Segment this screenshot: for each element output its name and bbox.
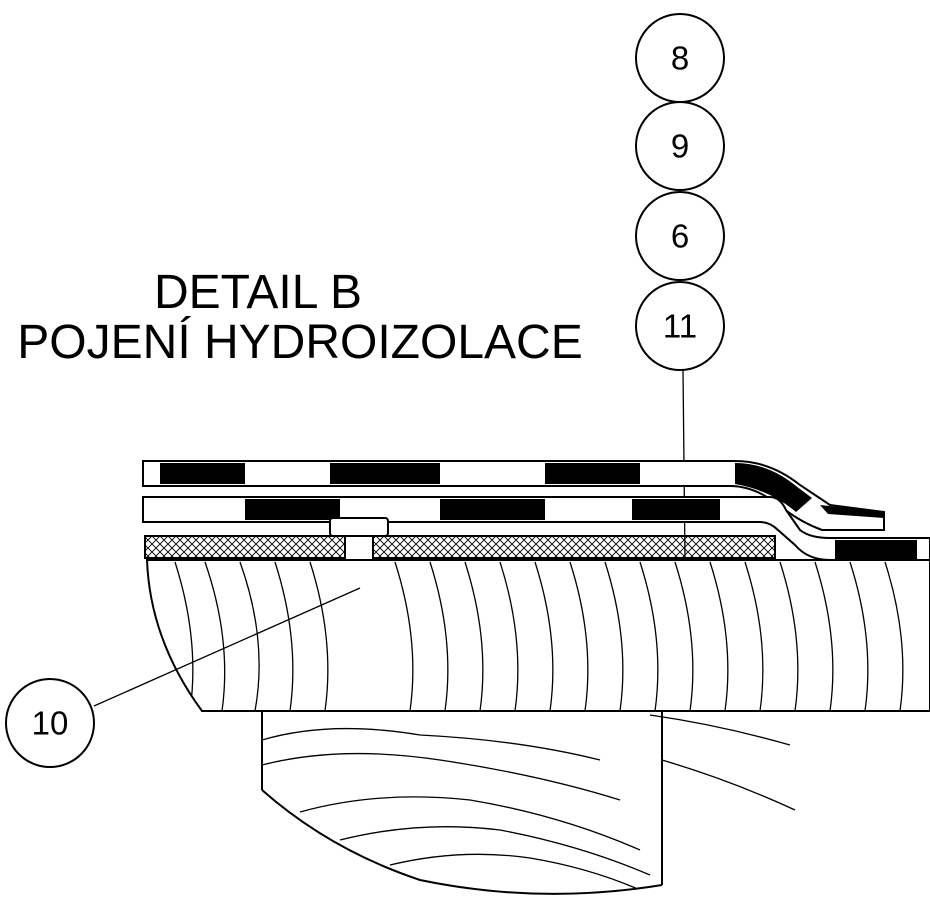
callout-10-label: 10 [32, 705, 69, 742]
callout-9: 9 [635, 101, 725, 191]
detail-subtitle: POJENÍ HYDROIZOLACE [17, 316, 582, 369]
detail-title: DETAIL B [154, 266, 362, 319]
callout-11-label: 11 [663, 308, 697, 345]
callout-6-label: 6 [671, 218, 689, 255]
callout-11: 11 [635, 281, 725, 371]
hatched-base-layer [144, 535, 776, 559]
callout-8: 8 [635, 13, 725, 103]
callout-6: 6 [635, 191, 725, 281]
callout-10: 10 [5, 587, 361, 768]
top-membrane-layer [142, 460, 885, 531]
second-membrane-layer [142, 496, 930, 561]
timber-beam [261, 711, 796, 895]
callout-9-label: 9 [671, 128, 689, 165]
wood-board [145, 559, 930, 712]
callout-8-label: 8 [671, 40, 689, 77]
